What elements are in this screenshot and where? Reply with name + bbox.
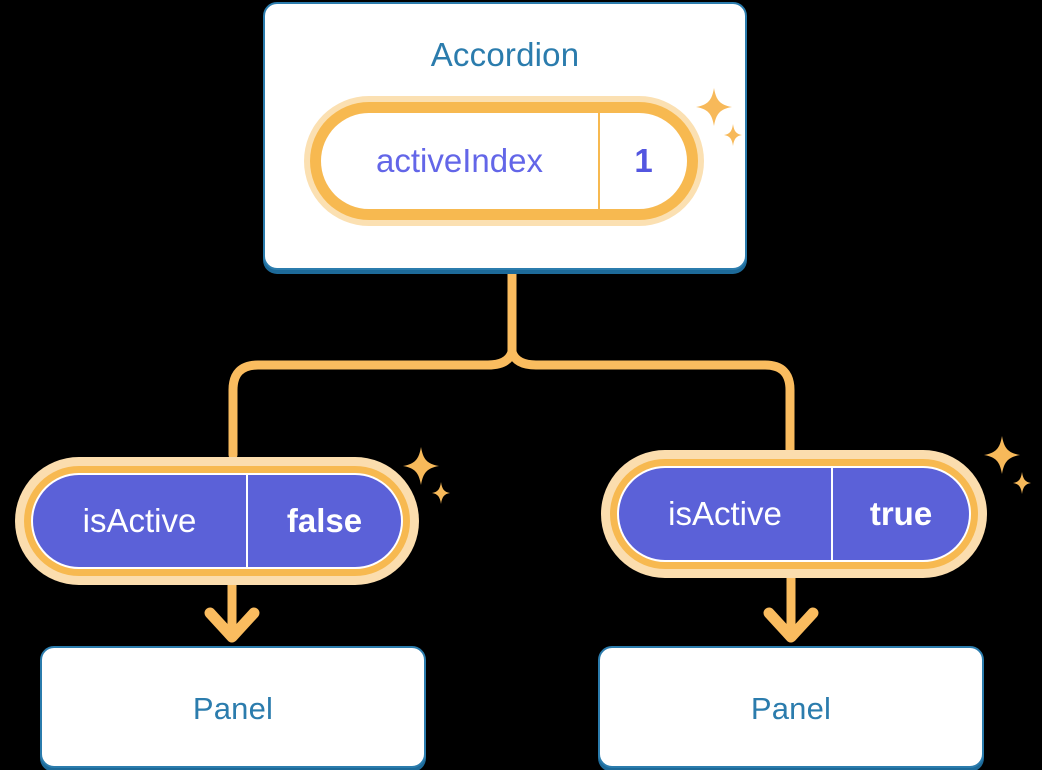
prop-pill-isactive-false[interactable]: isActive false: [15, 457, 419, 585]
prop-pill-isactive-true[interactable]: isActive true: [601, 450, 987, 578]
connector-branch-right: [507, 347, 795, 455]
pill-body: isActive true: [619, 468, 969, 560]
connector-branch-left: [228, 347, 517, 460]
panel-title: Panel: [750, 691, 832, 726]
state-value-label: 1: [634, 142, 653, 179]
node-panel-left[interactable]: Panel: [40, 646, 426, 768]
state-pill-activeindex[interactable]: activeIndex 1: [304, 96, 704, 226]
prop-value-label: true: [831, 468, 969, 560]
node-panel-right[interactable]: Panel: [598, 646, 984, 768]
state-key-label: activeIndex: [321, 113, 600, 209]
page-title: Accordion: [430, 36, 580, 73]
sparkle-icon: [984, 436, 1031, 494]
panel-title: Panel: [192, 691, 274, 726]
pill-body: activeIndex 1: [321, 113, 687, 209]
arrow-down-icon-right: [763, 607, 819, 643]
arrow-down-icon-left: [204, 607, 260, 643]
prop-key-label: isActive: [668, 495, 782, 532]
prop-value-label: false: [246, 475, 401, 567]
prop-key-label: isActive: [82, 502, 197, 539]
pill-body: isActive false: [33, 475, 401, 567]
